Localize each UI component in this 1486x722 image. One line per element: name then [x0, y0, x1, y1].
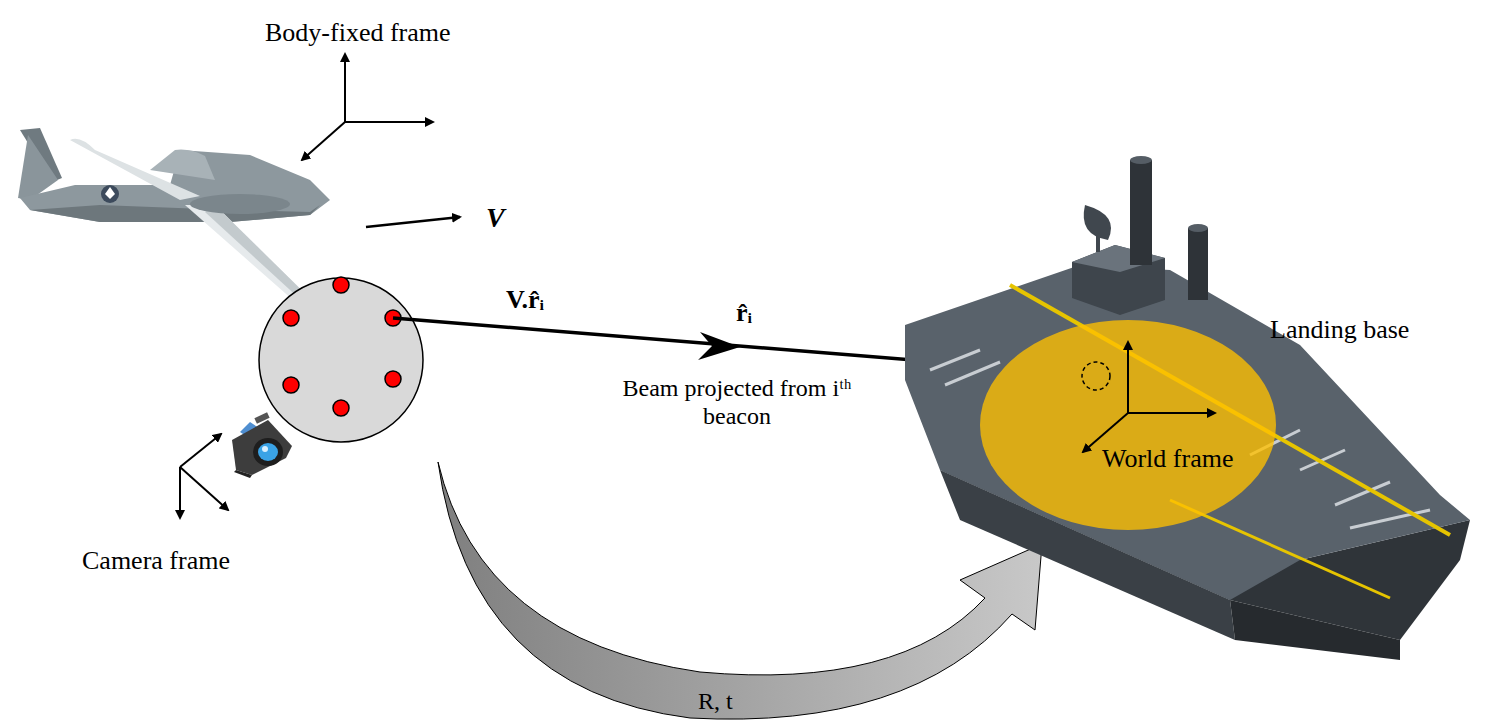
- frame-label: World frame: [1102, 444, 1233, 474]
- beam-label: Beam projected from iᵗʰ beacon: [612, 375, 862, 430]
- ship: [905, 156, 1470, 660]
- direction-label: r̂ᵢ: [736, 298, 752, 328]
- velocity-arrow: [366, 217, 460, 227]
- beacon-disk: [259, 277, 423, 442]
- camera-axes: [180, 434, 228, 518]
- world-axes: [1082, 342, 1215, 452]
- camera-icon: [232, 412, 292, 478]
- transform-label: R, t: [698, 688, 733, 716]
- drone: [18, 128, 330, 322]
- transform-arrow: [438, 462, 1042, 719]
- velocity-label: V: [486, 202, 505, 234]
- frame-label: Camera frame: [82, 546, 230, 576]
- base-label: Landing base: [1270, 315, 1409, 345]
- body-axes: [302, 54, 433, 160]
- frame-label: Body-fixed frame: [265, 18, 451, 48]
- landing-base: [980, 320, 1276, 530]
- projection-label: V.r̂ᵢ: [506, 285, 544, 315]
